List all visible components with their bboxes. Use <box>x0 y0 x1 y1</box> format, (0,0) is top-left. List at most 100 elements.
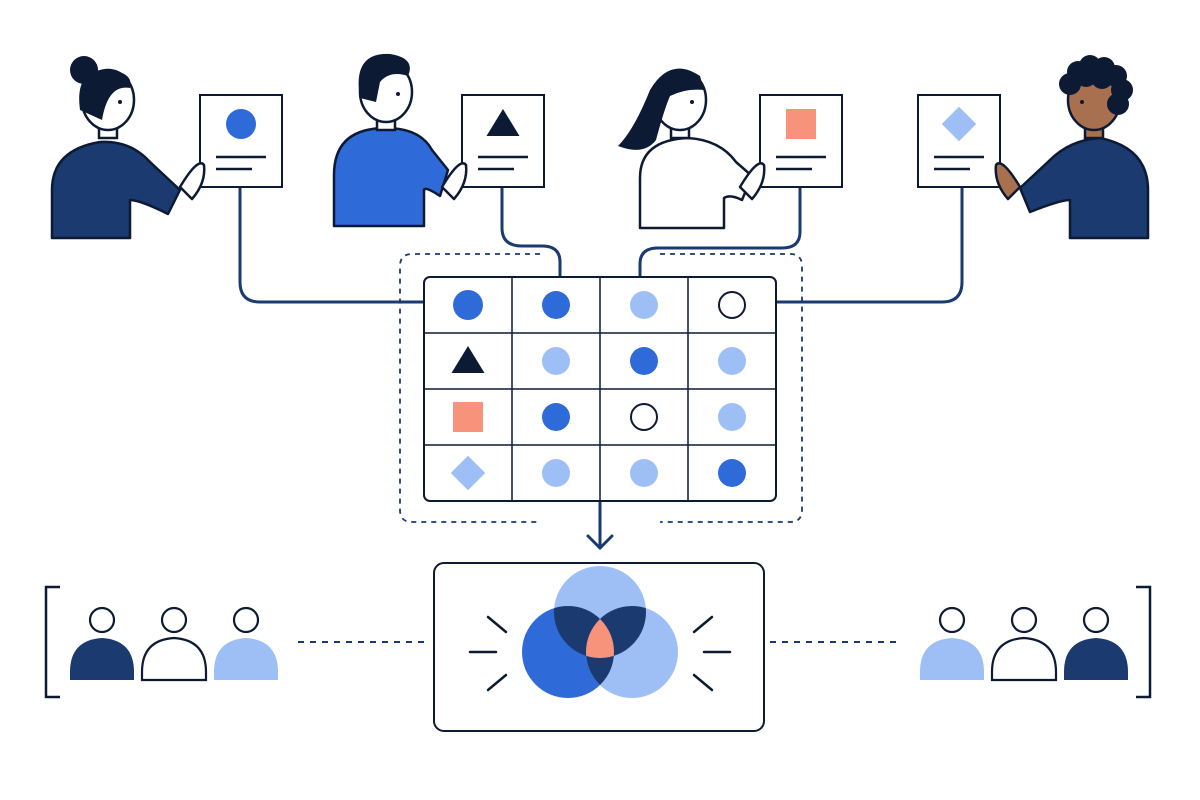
hand <box>738 162 766 201</box>
dot-light <box>542 347 570 375</box>
hair <box>618 68 704 150</box>
document-card <box>461 94 545 188</box>
torso <box>1018 136 1150 240</box>
user-head <box>88 606 116 634</box>
user-body <box>990 636 1058 682</box>
user-icon <box>140 606 208 682</box>
torso <box>638 136 754 230</box>
document-page <box>199 94 283 188</box>
document-page <box>759 94 843 188</box>
dot-light <box>542 459 570 487</box>
dot-light <box>718 347 746 375</box>
dot-blue <box>542 403 570 431</box>
matrix-cell <box>718 459 746 487</box>
user-body <box>70 638 134 680</box>
user-groups <box>70 606 1128 682</box>
document-page <box>461 94 545 188</box>
eye <box>118 100 122 104</box>
circle-shape <box>226 109 256 139</box>
torso <box>50 140 182 240</box>
matrix-cell <box>451 346 485 373</box>
matrix-cell <box>542 291 570 319</box>
connector-2 <box>500 186 562 279</box>
user-head <box>160 606 188 634</box>
user-body <box>920 638 984 680</box>
arrow-head <box>586 534 614 551</box>
hand <box>178 162 206 201</box>
connector-4 <box>774 186 964 304</box>
square-shape <box>453 402 483 432</box>
dot-empty <box>630 403 658 431</box>
person-3 <box>618 68 843 230</box>
curl <box>1075 65 1097 87</box>
dot-light <box>718 403 746 431</box>
user-body <box>140 636 208 682</box>
sparkle-lines <box>468 615 732 692</box>
venn-diagram <box>522 566 678 698</box>
hair <box>358 53 410 102</box>
circle-shape <box>453 290 483 320</box>
user-icon <box>920 606 984 680</box>
matrix-cell <box>718 403 746 431</box>
matrix-cell <box>542 347 570 375</box>
group-brackets <box>44 585 1152 699</box>
user-icon <box>214 606 278 680</box>
connector-3 <box>638 186 802 279</box>
dot-empty <box>718 291 746 319</box>
matrix-dashed-frame <box>399 253 803 523</box>
connector-1 <box>238 186 426 304</box>
diamond-shape <box>941 106 977 142</box>
document-card <box>199 94 283 188</box>
document-card <box>917 94 1001 188</box>
torso <box>332 126 450 228</box>
dot-blue <box>718 459 746 487</box>
curl <box>1091 67 1113 89</box>
person-1 <box>50 56 283 240</box>
dot-light <box>630 291 658 319</box>
left-bracket <box>44 585 60 699</box>
dot-light <box>630 459 658 487</box>
matrix-cell <box>718 347 746 375</box>
right-bracket <box>1136 585 1152 699</box>
square-shape <box>786 109 816 139</box>
person-2 <box>332 53 545 228</box>
matrix-cell <box>542 403 570 431</box>
user-icon <box>1064 606 1128 680</box>
user-icon <box>990 606 1058 682</box>
document-card <box>759 94 843 188</box>
people <box>50 53 1150 240</box>
user-body <box>214 638 278 680</box>
matrix-cell <box>453 290 483 320</box>
curl <box>1107 93 1129 115</box>
user-head <box>1010 606 1038 634</box>
triangle-shape <box>486 109 520 136</box>
hair <box>1059 55 1133 115</box>
matrix-cell <box>630 347 658 375</box>
dot-blue <box>630 347 658 375</box>
matrix-cell <box>542 459 570 487</box>
hand <box>994 162 1022 201</box>
matrix-cell <box>630 459 658 487</box>
user-body <box>1064 638 1128 680</box>
diamond-shape <box>450 455 486 491</box>
connectors <box>238 186 964 551</box>
user-head <box>1082 606 1110 634</box>
matrix <box>423 276 777 502</box>
matrix-cell <box>630 291 658 319</box>
eye <box>1080 100 1084 104</box>
eye <box>396 92 400 96</box>
hair <box>79 69 131 120</box>
user-icon <box>70 606 134 680</box>
user-head <box>938 606 966 634</box>
eye <box>690 100 694 104</box>
matrix-cell <box>453 402 483 432</box>
person-4 <box>917 55 1150 240</box>
hand <box>440 162 468 201</box>
matrix-cell <box>450 455 486 491</box>
dot-blue <box>542 291 570 319</box>
matrix-cell <box>630 403 658 431</box>
matrix-cell <box>718 291 746 319</box>
triangle-shape <box>451 346 485 373</box>
user-head <box>232 606 260 634</box>
